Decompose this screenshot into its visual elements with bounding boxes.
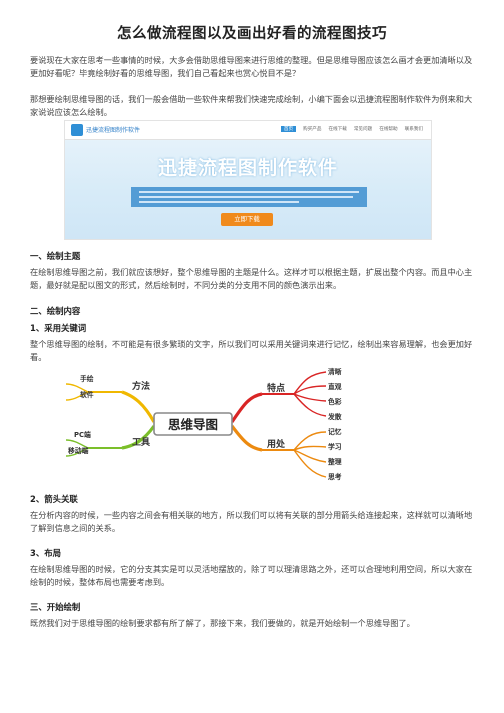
banner-nav-item: 联系我们 (404, 127, 423, 132)
mindmap-center-node (153, 412, 233, 436)
branch-line (293, 445, 327, 451)
section-1-paragraph: 在绘制思维导图之前，我们就应该想好，整个思维导图的主题是什么。这样才可以根据主题… (30, 267, 473, 290)
heading-2: 二、绘制内容 (30, 306, 81, 316)
banner-download-button: 立即下载 (221, 213, 273, 226)
branch-line (65, 447, 89, 457)
section-2-2-paragraph: 在分析内容的时候，一些内容之间会有相关联的地方，所以我们可以将有关联的部分用箭头… (30, 510, 473, 533)
heading-2-2: 2、箭头关联 (30, 494, 78, 504)
mindmap-leaf-label: 思考 (328, 472, 342, 481)
heading-1: 一、绘制主题 (30, 251, 81, 261)
mindmap-leaf-label: 整理 (327, 457, 342, 466)
mindmap-leaf-label: 手绘 (80, 374, 94, 383)
mindmap-diagram: 思维导图 方法 工具 特点 用处 手绘 软件 PC端 移动端 清晰 直观 色彩 … (65, 367, 342, 481)
branch-line (293, 431, 327, 451)
intro-paragraph-2: 那想要绘制思维导图的话，我们一般会借助一些软件来帮我们快速完成绘制，小编下面会以… (30, 94, 473, 117)
branch-line (293, 371, 327, 395)
mindmap-leaf-label: 软件 (80, 390, 94, 399)
branch-line (230, 425, 263, 452)
mindmap-branch-label: 特点 (267, 382, 285, 394)
mindmap-leaf-label: PC端 (74, 430, 91, 439)
mindmap-center-label: 思维导图 (168, 417, 218, 432)
mindmap-branch-label: 方法 (132, 380, 150, 392)
branch-line (121, 425, 156, 450)
branch-line (65, 383, 89, 393)
mindmap-leaf-label: 色彩 (328, 397, 342, 406)
mindmap-leaf-label: 记忆 (328, 427, 342, 436)
branch-line (293, 393, 327, 417)
mindmap-leaf-label: 直观 (328, 382, 342, 391)
branch-line (65, 391, 89, 401)
software-logo-icon (71, 124, 83, 136)
mindmap-leaf-label: 学习 (328, 442, 342, 451)
software-banner-image: 迅捷流程图制作软件 首页 购买产品 在线下载 常见问题 在线帮助 联系我们 迅捷… (64, 120, 432, 240)
banner-nav: 首页 购买产品 在线下载 常见问题 在线帮助 联系我们 (280, 126, 423, 132)
branch-line (230, 392, 263, 423)
banner-title: 迅捷流程图制作软件 (157, 157, 338, 179)
mindmap-branch-label: 工具 (132, 437, 150, 448)
section-2-3-paragraph: 在绘制思维导图的时候，它的分支其实是可以灵活地摆放的，除了可以理清思路之外，还可… (30, 564, 473, 587)
banner-logo-text: 迅捷流程图制作软件 (86, 127, 141, 134)
banner-header: 迅捷流程图制作软件 首页 购买产品 在线下载 常见问题 在线帮助 联系我们 (65, 121, 431, 140)
branch-line (121, 390, 156, 423)
mindmap-leaf-label: 发散 (327, 412, 342, 421)
article-title: 怎么做流程图以及画出好看的流程图技巧 (117, 26, 387, 42)
banner-nav-item: 在线下载 (328, 127, 347, 132)
banner-description-strip (131, 187, 367, 207)
banner-nav-item: 常见问题 (353, 127, 373, 132)
banner-nav-item: 购买产品 (303, 127, 322, 132)
banner-nav-item: 首页 (280, 126, 297, 132)
branch-line (293, 385, 327, 395)
heading-3: 三、开始绘制 (30, 602, 81, 612)
section-3-paragraph: 既然我们对于思维导图的绘制要求都有所了解了，那接下来，我们要做的，就是开始绘制一… (30, 618, 415, 628)
mindmap-branch-label: 用处 (266, 438, 286, 450)
section-2-1-paragraph: 整个思维导图的绘制，不可能是有很多繁琐的文字，所以我们可以采用关键词来进行记忆，… (30, 339, 473, 362)
branch-line (293, 449, 327, 478)
branch-line (293, 449, 327, 463)
heading-2-1: 1、采用关键词 (30, 323, 87, 333)
mindmap-leaf-label: 移动端 (68, 446, 89, 455)
branch-line (293, 393, 327, 402)
mindmap-leaf-label: 清晰 (328, 367, 342, 376)
intro-paragraph-1: 要说现在大家在思考一些事情的时候，大多会借助思维导图来进行思维的整理。但是思维导… (30, 55, 473, 78)
heading-2-3: 3、布局 (30, 548, 61, 558)
banner-nav-item: 在线帮助 (379, 127, 398, 132)
branch-line (65, 439, 89, 449)
